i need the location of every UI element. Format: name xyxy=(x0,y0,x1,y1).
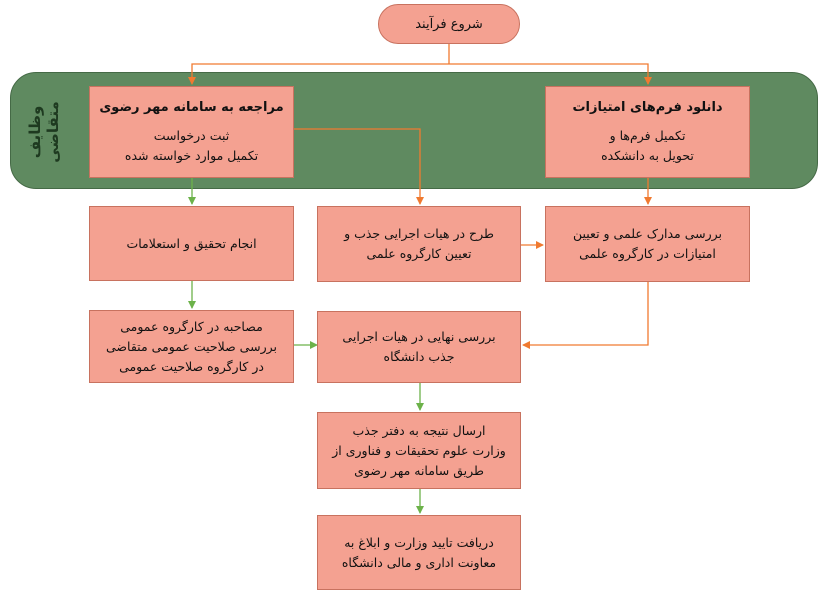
interview-text: مصاحبه در کارگروه عمومی بررسی صلاحیت عمو… xyxy=(106,318,277,374)
start-process-label: شروع فرآیند xyxy=(415,16,483,32)
connector-start-to-download xyxy=(449,63,652,85)
applicant-tasks-label: وظایف متقاضی xyxy=(14,92,74,172)
propose-committee-text: طرح در هیات اجرایی جذب و تعیین کارگروه ع… xyxy=(344,226,494,261)
research-inquiry-node: انجام تحقیق و استعلامات xyxy=(89,206,294,281)
start-process-node: شروع فرآیند xyxy=(378,4,520,44)
review-documents-text: بررسی مدارک علمی و تعیین امتیازات در کار… xyxy=(573,226,722,261)
connector-mehr-to-propose xyxy=(294,128,424,205)
final-review-text: بررسی نهایی در هیات اجرایی جذب دانشگاه xyxy=(342,329,496,364)
final-review-node: بررسی نهایی در هیات اجرایی جذب دانشگاه xyxy=(317,311,521,383)
propose-committee-node: طرح در هیات اجرایی جذب و تعیین کارگروه ع… xyxy=(317,206,521,282)
mehr-portal-text: ثبت درخواست تکمیل موارد خواسته شده xyxy=(124,128,259,163)
send-result-node: ارسال نتیجه به دفتر جذب وزارت علوم تحقیق… xyxy=(317,412,521,489)
connector-review-to-final xyxy=(522,282,649,349)
research-inquiry-text: انجام تحقیق و استعلامات xyxy=(126,235,257,251)
download-forms-text: تکمیل فرم‌ها و تحویل به دانشکده xyxy=(601,128,694,163)
connector-start-to-mehr xyxy=(188,63,449,85)
download-forms-node: دانلود فرم‌های امتیازات تکمیل فرم‌ها و ت… xyxy=(545,86,750,178)
mehr-portal-title: مراجعه به سامانه مهر رضوی xyxy=(99,100,284,115)
review-documents-node: بررسی مدارک علمی و تعیین امتیازات در کار… xyxy=(545,206,750,282)
interview-node: مصاحبه در کارگروه عمومی بررسی صلاحیت عمو… xyxy=(89,310,294,383)
receive-approval-node: دریافت تایید وزارت و ابلاغ به معاونت ادا… xyxy=(317,515,521,590)
download-forms-title: دانلود فرم‌های امتیازات xyxy=(572,100,723,115)
mehr-portal-node: مراجعه به سامانه مهر رضوی ثبت درخواست تک… xyxy=(89,86,294,178)
receive-approval-text: دریافت تایید وزارت و ابلاغ به معاونت ادا… xyxy=(341,534,497,570)
applicant-tasks-label-text: وظایف متقاضی xyxy=(26,101,63,163)
send-result-text: ارسال نتیجه به دفتر جذب وزارت علوم تحقیق… xyxy=(332,422,506,478)
